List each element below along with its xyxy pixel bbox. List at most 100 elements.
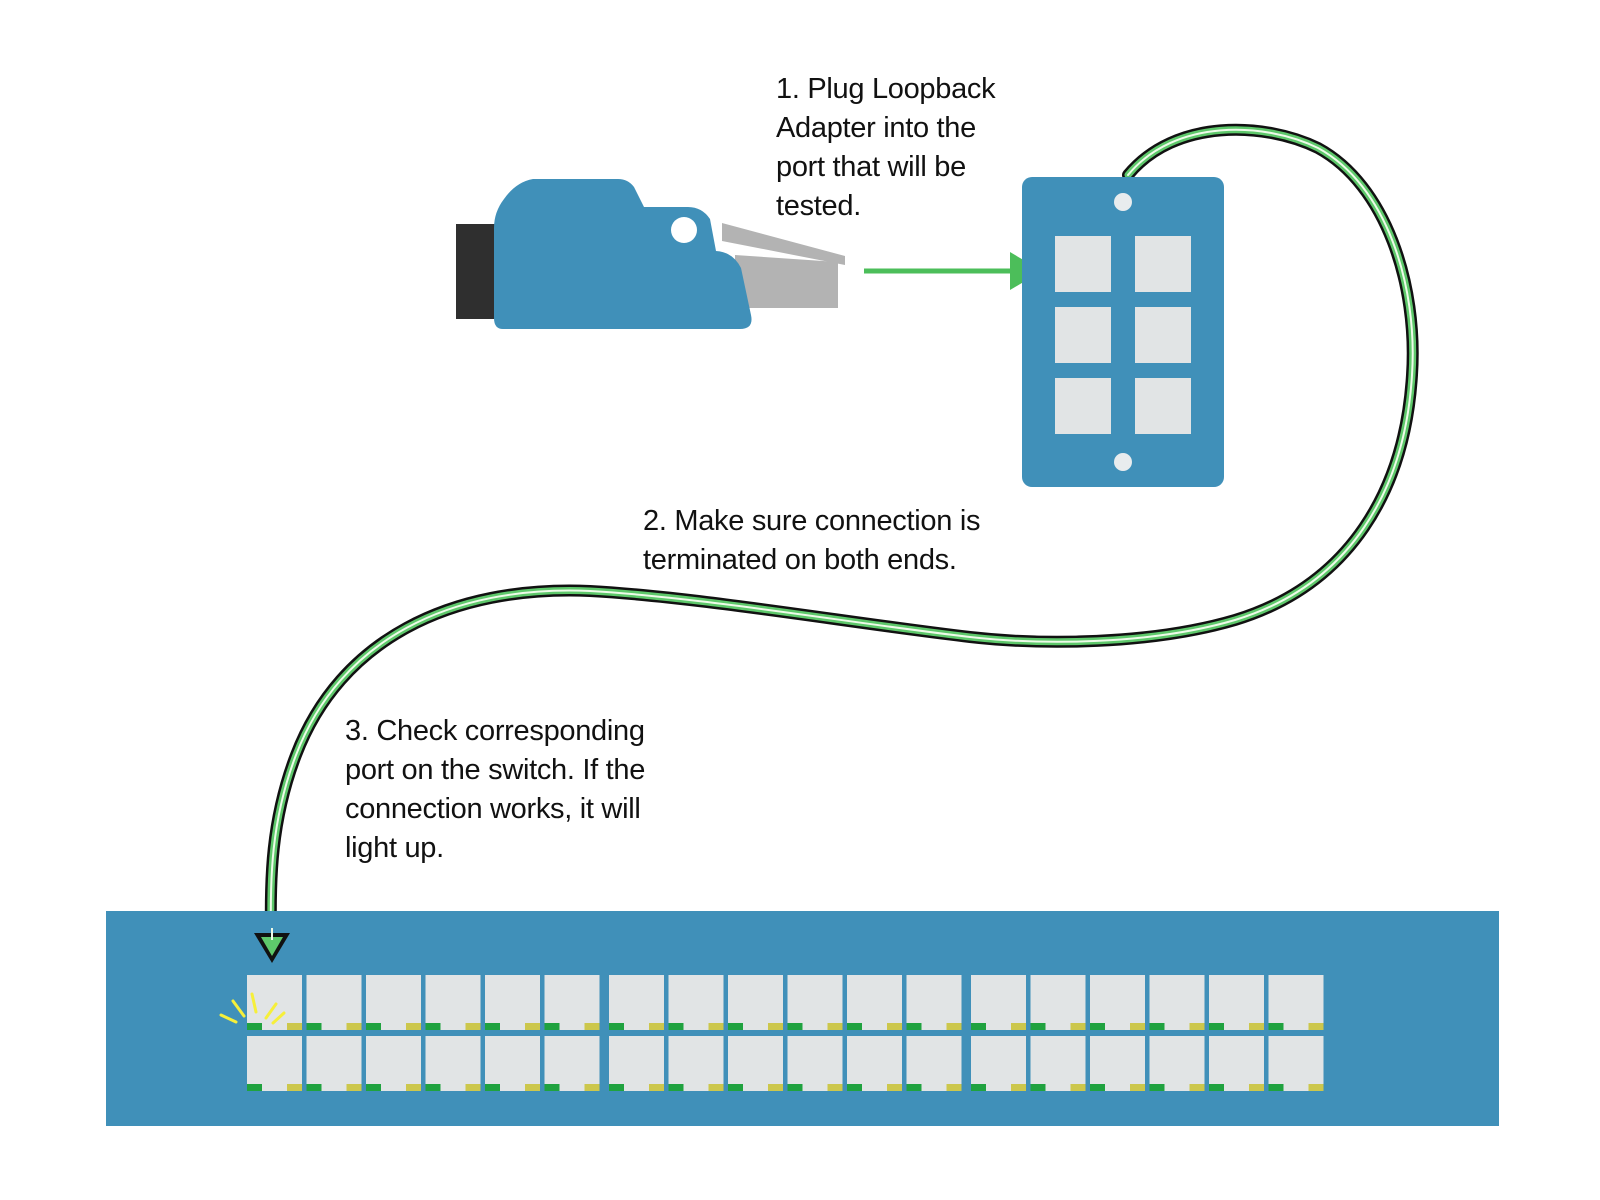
port-led-yellow [708,1023,724,1030]
wall-plate-icon [1022,177,1224,487]
switch-port [1268,975,1324,1030]
step-3-line-1: 3. Check corresponding [345,715,645,747]
port-led-yellow [1130,1084,1145,1091]
switch-port [1149,975,1205,1030]
switch-port [668,975,724,1030]
switch-port-socket [485,975,540,1030]
switch-port-socket [1268,975,1324,1030]
port-led-yellow [768,1084,783,1091]
switch-port [366,975,421,1030]
switch-port [485,1036,540,1091]
port-led-green [425,1084,441,1091]
port-led-green [906,1023,922,1030]
switch-port-socket [787,975,843,1030]
port-led-green [1030,1084,1046,1091]
step-2-line-2: terminated on both ends. [643,544,957,576]
port-led-green [366,1023,381,1030]
port-led-green [485,1084,500,1091]
switch-port [425,1036,481,1091]
plug-in-arrow [864,252,1042,290]
port-led-green [247,1023,262,1030]
port-led-yellow [584,1084,600,1091]
cable [264,123,1419,939]
switch-port-socket [847,1036,902,1091]
port-led-green [1209,1023,1224,1030]
switch-port [366,1036,421,1091]
switch-port-socket [906,1036,962,1091]
step-1-line-4: tested. [776,190,861,222]
switch-port-socket [425,975,481,1030]
wall-plate-ports [1055,236,1191,434]
port-led-green [306,1023,322,1030]
switch-port [1268,1036,1324,1091]
port-led-yellow [1130,1023,1145,1030]
port-led-yellow [1308,1084,1324,1091]
switch-port-socket [306,1036,362,1091]
switch-port-socket [1149,1036,1205,1091]
port-led-yellow [1249,1084,1264,1091]
switch-port-socket [306,975,362,1030]
port-led-green [485,1023,500,1030]
adapter-body [494,179,752,329]
step-3-instruction: 3. Check corresponding port on the switc… [345,712,645,868]
switch-port-socket [366,975,421,1030]
switch-ports [247,975,1324,1091]
switch-port [1030,1036,1086,1091]
wall-plate-screw-top [1114,193,1132,211]
port-led-green [609,1023,624,1030]
adapter-back-connector [456,224,496,319]
switch-port [544,1036,600,1091]
port-led-green [1030,1023,1046,1030]
switch-port-socket [728,975,783,1030]
loopback-adapter-icon [456,179,845,329]
port-led-green [1149,1023,1165,1030]
port-led-green [544,1084,560,1091]
switch-port [306,1036,362,1091]
switch-port-socket [544,1036,600,1091]
port-led-green [728,1084,743,1091]
switch-port [609,975,664,1030]
port-led-green [1090,1023,1105,1030]
port-led-yellow [887,1023,902,1030]
switch-port [306,975,362,1030]
switch-port [787,1036,843,1091]
switch-port-socket [1090,975,1145,1030]
port-led-green [847,1084,862,1091]
switch-port [906,975,962,1030]
step-2-instruction: 2. Make sure connection is terminated on… [643,502,980,580]
port-led-green [787,1084,803,1091]
switch-port-socket [247,1036,302,1091]
port-led-green [306,1084,322,1091]
port-led-yellow [346,1023,362,1030]
port-led-green [906,1084,922,1091]
switch-port [728,1036,783,1091]
port-led-green [247,1084,262,1091]
wall-plate-screw-bottom [1114,453,1132,471]
port-led-yellow [1249,1023,1264,1030]
step-2-line-1: 2. Make sure connection is [643,505,981,537]
step-1-instruction: 1. Plug Loopback Adapter into the port t… [776,70,996,226]
port-led-green [728,1023,743,1030]
switch-port [906,1036,962,1091]
port-led-green [425,1023,441,1030]
adapter-plug-clip [722,223,845,265]
switch-port [1090,975,1145,1030]
port-led-yellow [465,1023,481,1030]
wall-plate-port [1135,236,1191,292]
switch-port-socket [425,1036,481,1091]
switch-port-socket [1209,1036,1264,1091]
step-3-line-3: connection works, it will [345,793,641,825]
step-3-line-4: light up. [345,832,444,864]
switch-port-socket [609,975,664,1030]
port-led-yellow [1189,1084,1205,1091]
switch-port [425,975,481,1030]
switch-port-socket [728,1036,783,1091]
wall-plate-port [1055,307,1111,363]
port-led-yellow [708,1084,724,1091]
switch-port [1090,1036,1145,1091]
switch-port-socket [971,975,1026,1030]
port-led-green [1268,1084,1284,1091]
switch-port [668,1036,724,1091]
port-led-green [847,1023,862,1030]
